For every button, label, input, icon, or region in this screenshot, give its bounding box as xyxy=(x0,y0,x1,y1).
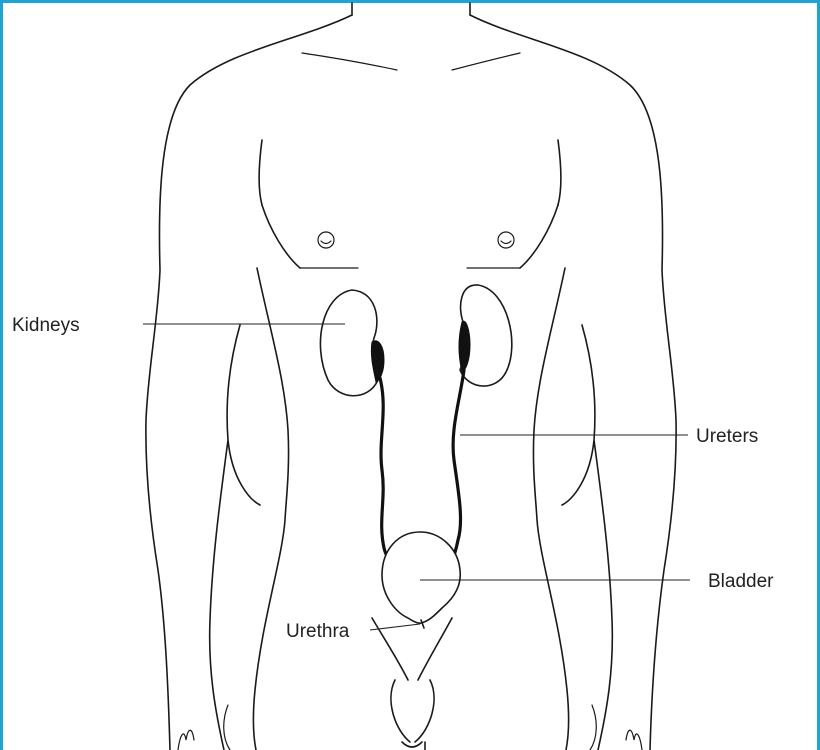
label-bladder: Bladder xyxy=(708,571,774,592)
left-armpit xyxy=(259,140,262,205)
right-armpit xyxy=(558,140,561,205)
urinary-organs xyxy=(320,285,511,628)
right-collarbone xyxy=(452,53,520,70)
right-chest-line xyxy=(520,205,558,268)
bladder xyxy=(382,532,460,623)
body-outline xyxy=(146,3,676,750)
kidney-left xyxy=(320,290,378,396)
right-nipple xyxy=(498,232,514,248)
left-torso-side xyxy=(253,268,288,750)
right-shoulder-arm-outer xyxy=(470,15,676,750)
label-ureters: Ureters xyxy=(696,426,758,447)
left-chest-line xyxy=(262,205,300,268)
genital-outline xyxy=(391,680,434,747)
left-arm-inner xyxy=(210,325,260,750)
label-kidneys: Kidneys xyxy=(12,315,80,336)
right-hand xyxy=(590,705,642,750)
left-nipple xyxy=(318,232,334,248)
label-urethra: Urethra xyxy=(286,621,350,642)
right-torso-side xyxy=(533,268,568,750)
left-collarbone xyxy=(302,53,397,70)
right-arm-inner xyxy=(562,325,612,750)
ureter-left xyxy=(380,378,392,560)
ureter-right xyxy=(452,370,464,560)
